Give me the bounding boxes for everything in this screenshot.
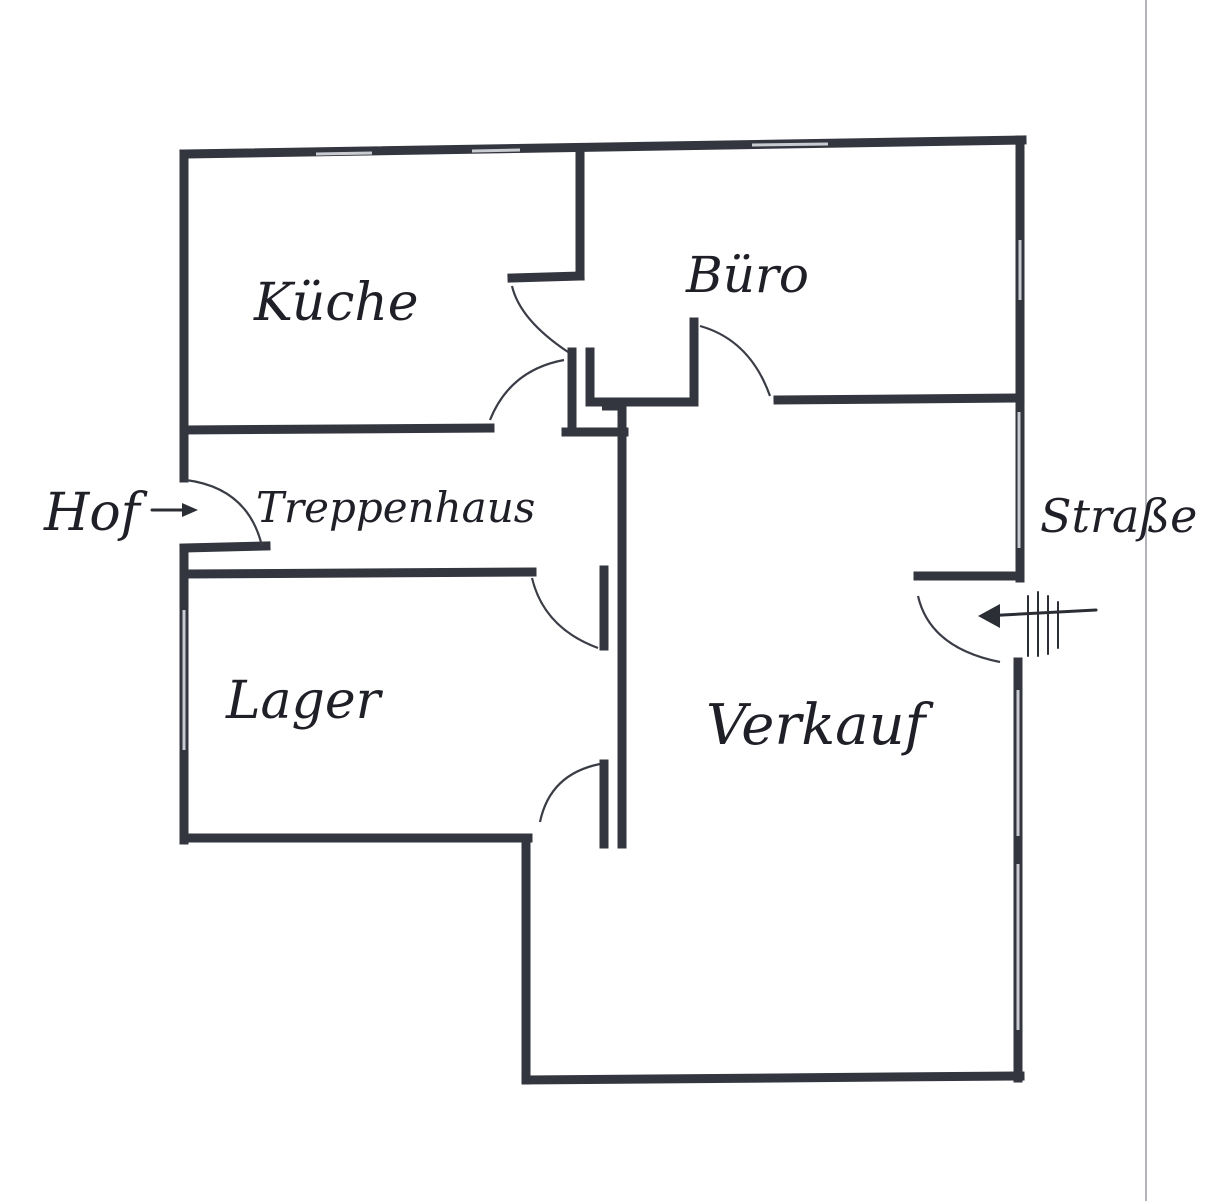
entrance-label-hof: Hof: [43, 483, 148, 543]
strasse-arrow-icon: [978, 591, 1098, 657]
room-label-kueche: Küche: [253, 273, 419, 333]
door-swings: [185, 285, 1001, 823]
room-label-treppenhaus: Treppenhaus: [256, 483, 535, 532]
hof-arrow-icon: [150, 503, 198, 517]
room-label-buero: Büro: [685, 246, 809, 304]
room-label-lager: Lager: [225, 671, 384, 731]
interior-walls: [179, 143, 1025, 849]
room-label-verkauf: Verkauf: [706, 693, 935, 758]
windows: [182, 142, 1022, 1030]
entrance-label-strasse: Straße: [1040, 489, 1197, 543]
